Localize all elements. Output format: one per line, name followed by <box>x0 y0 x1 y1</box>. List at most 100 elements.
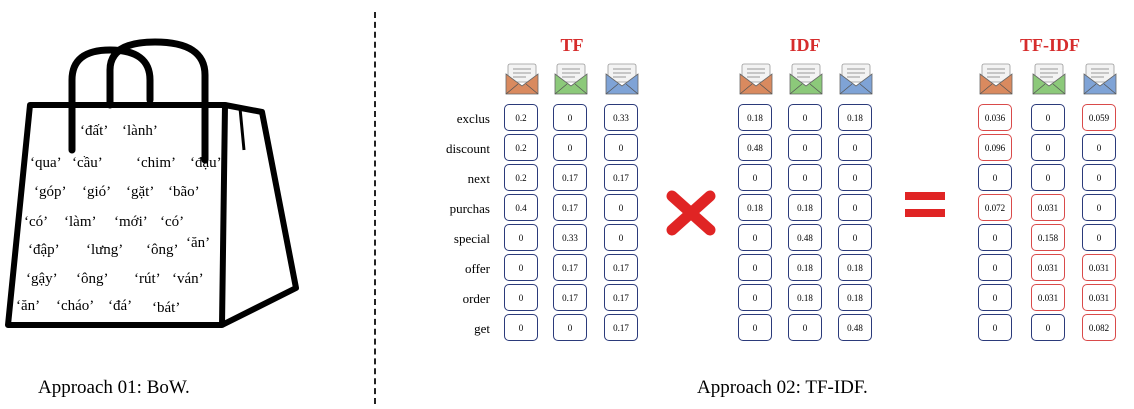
bow-word: ‘có’ <box>160 214 185 230</box>
tf-cell: 0.33 <box>553 224 587 251</box>
multiply-icon <box>666 190 716 236</box>
shopping-bag-icon <box>5 38 299 328</box>
section-divider <box>374 12 376 404</box>
envelope-blue-icon <box>604 60 640 96</box>
result-cell: 0 <box>1082 224 1116 251</box>
bow-caption: Approach 01: BoW. <box>38 377 190 398</box>
result-cell: 0 <box>978 284 1012 311</box>
bow-word: ‘lưng’ <box>86 242 124 258</box>
tf-cell: 0 <box>553 134 587 161</box>
equals-icon <box>905 192 945 217</box>
envelope-orange-icon <box>978 60 1014 96</box>
tf-header: TF <box>560 35 584 55</box>
idf-cell: 0 <box>838 224 872 251</box>
bow-word: ‘đậu’ <box>190 155 222 171</box>
tf-cell: 0.2 <box>504 104 538 131</box>
envelope-green-icon <box>1031 60 1067 96</box>
tf-cell: 0 <box>604 194 638 221</box>
result-cell: 0 <box>978 164 1012 191</box>
tfidf-caption: Approach 02: TF-IDF. <box>697 377 868 398</box>
idf-header: IDF <box>789 35 821 55</box>
tf-cell: 0.17 <box>604 164 638 191</box>
bow-word: ‘ông’ <box>76 271 109 287</box>
term-label: get <box>474 321 490 336</box>
tf-cell: 0 <box>504 224 538 251</box>
result-cell: 0 <box>978 224 1012 251</box>
tf-cell: 0 <box>604 134 638 161</box>
idf-cell: 0 <box>738 314 772 341</box>
term-label: order <box>462 291 490 306</box>
idf-cell: 0 <box>738 254 772 281</box>
tf-cell: 0.2 <box>504 164 538 191</box>
envelope-blue-icon <box>838 60 874 96</box>
tf-cell: 0.17 <box>604 254 638 281</box>
term-label: special <box>453 231 490 246</box>
idf-cell: 0.48 <box>838 314 872 341</box>
bow-word: ‘cháo’ <box>56 298 95 314</box>
bow-word: ‘mới’ <box>114 214 148 230</box>
result-cell: 0.082 <box>1082 314 1116 341</box>
idf-cell: 0.18 <box>838 104 872 131</box>
tf-cell: 0.17 <box>604 314 638 341</box>
tf-cell: 0 <box>553 104 587 131</box>
result-cell: 0.072 <box>978 194 1012 221</box>
envelope-blue-icon <box>1082 60 1118 96</box>
result-cell: 0.031 <box>1031 284 1065 311</box>
result-cell: 0 <box>1031 164 1065 191</box>
idf-cell: 0.48 <box>738 134 772 161</box>
idf-cell: 0 <box>838 164 872 191</box>
bow-word: ‘đất’ <box>80 123 109 139</box>
term-label: offer <box>464 261 490 276</box>
idf-cell: 0.18 <box>838 254 872 281</box>
result-cell: 0.059 <box>1082 104 1116 131</box>
tf-cell: 0 <box>504 254 538 281</box>
result-cell: 0.036 <box>978 104 1012 131</box>
result-cell: 0 <box>978 314 1012 341</box>
result-cell: 0 <box>1031 314 1065 341</box>
bow-word: ‘bát’ <box>152 300 181 316</box>
idf-cell: 0 <box>788 104 822 131</box>
envelope-orange-icon <box>504 60 540 96</box>
idf-cell: 0.18 <box>788 254 822 281</box>
tf-cell: 0.17 <box>553 164 587 191</box>
bow-word: ‘đập’ <box>28 242 60 258</box>
result-cell: 0 <box>1082 134 1116 161</box>
result-cell: 0.096 <box>978 134 1012 161</box>
bow-word: ‘ăn’ <box>16 298 41 314</box>
term-label: next <box>467 171 490 186</box>
bow-word: ‘gặt’ <box>126 184 155 200</box>
bow-word: ‘làm’ <box>64 214 97 230</box>
bow-word: ‘rút’ <box>134 271 161 287</box>
term-label: discount <box>445 141 490 156</box>
envelope-orange-icon <box>738 60 774 96</box>
bow-word: ‘qua’ <box>30 155 62 171</box>
idf-cell: 0.18 <box>788 194 822 221</box>
idf-cell: 0.18 <box>738 194 772 221</box>
bow-word: ‘chim’ <box>136 155 176 171</box>
tf-cell: 0.4 <box>504 194 538 221</box>
idf-cell: 0 <box>738 164 772 191</box>
tf-cell: 0.17 <box>604 284 638 311</box>
tf-cell: 0.17 <box>553 284 587 311</box>
result-cell: 0 <box>978 254 1012 281</box>
idf-cell: 0.18 <box>838 284 872 311</box>
result-cell: 0 <box>1082 194 1116 221</box>
idf-cell: 0 <box>738 284 772 311</box>
idf-cell: 0 <box>788 314 822 341</box>
tf-cell: 0 <box>504 314 538 341</box>
idf-cell: 0 <box>788 134 822 161</box>
idf-cell: 0.48 <box>788 224 822 251</box>
tf-cell: 0.33 <box>604 104 638 131</box>
result-header: TF-IDF <box>1020 35 1080 55</box>
bow-word: ‘ông’ <box>146 242 179 258</box>
tf-cell: 0.17 <box>553 194 587 221</box>
tf-cell: 0.2 <box>504 134 538 161</box>
result-cell: 0 <box>1082 164 1116 191</box>
idf-cell: 0 <box>838 134 872 161</box>
bow-word: ‘lành’ <box>122 123 158 139</box>
bow-word: ‘bão’ <box>168 184 200 200</box>
idf-cell: 0 <box>788 164 822 191</box>
result-cell: 0 <box>1031 134 1065 161</box>
bow-word: ‘đá’ <box>108 298 133 314</box>
tf-cell: 0 <box>553 314 587 341</box>
